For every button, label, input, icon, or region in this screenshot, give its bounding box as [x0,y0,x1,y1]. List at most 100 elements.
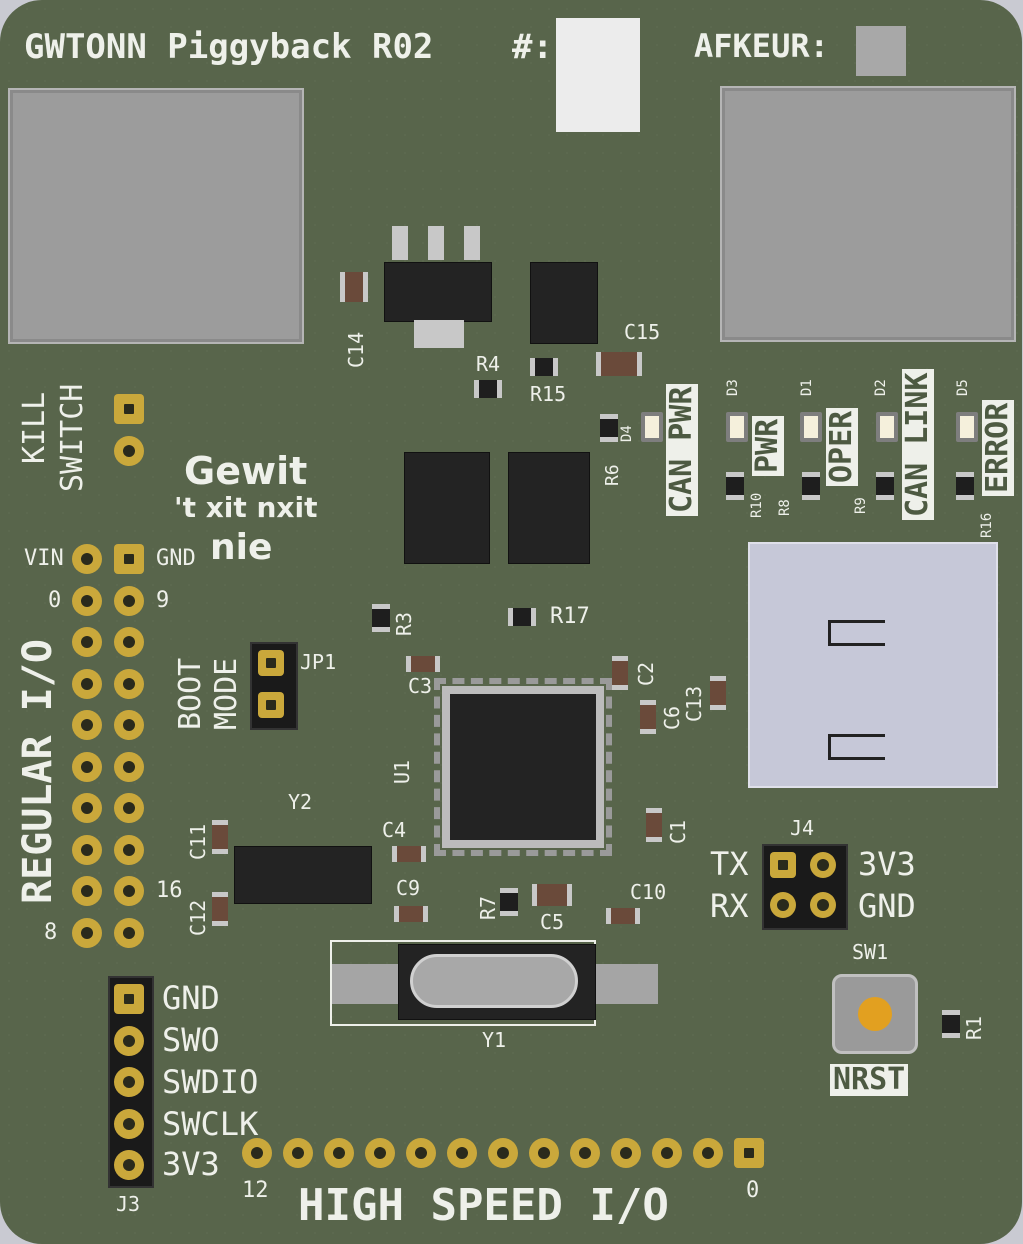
sd-card-slot-inner-2 [828,734,885,760]
d1-led [800,412,822,442]
c1-label: C1 [666,819,690,844]
r6-resistor [600,414,618,442]
c13-capacitor [710,676,726,710]
r8-resistor [802,472,820,500]
oper-label: OPER [824,407,859,486]
c3-label: C3 [408,674,433,698]
rx-label: RX [710,887,749,925]
c12-label: C12 [186,899,210,936]
c5-capacitor [532,884,572,906]
right-module [720,86,1016,342]
r17-label: R17 [550,604,590,629]
mode-label: MODE [209,657,244,730]
regulator-pin [392,226,408,260]
r10-label: R10 [749,492,765,518]
c6-capacitor [640,700,656,734]
y1-can [410,954,578,1008]
high-speed-io-pin [488,1138,518,1168]
j4-pin-rx [770,892,796,918]
c6-label: C6 [660,705,684,730]
reject-label: AFKEUR: [694,27,829,65]
c10-label: C10 [630,880,667,904]
r9-label: R9 [853,497,869,514]
d1-label: D1 [799,379,815,396]
sw1-reset-button[interactable] [832,974,918,1054]
regular-io-pin [114,834,144,865]
c4-label: C4 [382,818,407,842]
c9-label: C9 [396,876,421,900]
d2-led [876,412,898,442]
jp1-pin-2 [258,692,284,718]
y1-label: Y1 [482,1028,507,1052]
high-speed-io-pin [406,1138,436,1168]
high-speed-io-pin [693,1138,723,1168]
r7-resistor [500,888,518,916]
regulator-tab [414,320,464,348]
r7-label: R7 [476,895,500,920]
vin-label: VIN [24,546,64,571]
kill-label: KILL [17,391,52,464]
regular-io-pin [114,751,144,782]
regular-io-pin [114,793,144,823]
c11-label: C11 [186,823,210,860]
swd-gnd-label: GND [162,979,220,1017]
board-title: GWTONN Piggyback R02 [24,27,434,67]
left-module [8,88,304,344]
sw1-label: SW1 [852,940,889,964]
j4-pin-gnd [810,892,836,918]
serial-label: #: [512,27,553,67]
uart-3v3-label: 3V3 [858,845,916,883]
jp1-pin-1 [258,650,284,676]
io-8-label: 8 [44,920,58,945]
regular-io-pin [72,834,102,865]
d5-label: D5 [955,379,971,396]
j4-label: J4 [790,816,815,840]
can-link-label: CAN LINK [900,369,935,520]
regular-io-pin [72,585,102,616]
c12-capacitor [212,892,228,926]
high-speed-io-pin [734,1138,764,1168]
j4-pin-3v3 [810,852,836,878]
logo-line-2: 't xit nxit [174,491,318,524]
r3-resistor [372,604,390,632]
c2-label: C2 [634,661,658,686]
regular-io-pin [72,668,102,699]
uart-gnd-label: GND [858,887,916,925]
regular-io-pin [114,627,144,657]
r3-label: R3 [392,611,416,636]
y2-oscillator [234,846,372,904]
swd-swdio-label: SWDIO [162,1063,259,1101]
r1-label: R1 [962,1015,986,1040]
high-speed-io-pin [529,1138,559,1168]
c13-label: C13 [682,685,706,722]
r16-label: R16 [979,512,995,538]
logo-line-1: Gewit [184,449,308,493]
c9-capacitor [394,906,428,922]
regular-io-pin [72,876,102,906]
c3-capacitor [406,656,440,672]
boot-label: BOOT [173,657,208,730]
serial-field [556,18,640,132]
gnd-label: GND [156,546,196,571]
c11-capacitor [212,820,228,854]
c14-capacitor [340,272,368,302]
r15-label: R15 [530,382,567,406]
j4-pin-tx [770,852,796,878]
switch-label: SWITCH [55,383,90,492]
regular-io-pin [72,627,102,657]
sd-card-slot[interactable] [748,542,998,788]
regular-io-pin [72,793,102,823]
swd-pin [114,984,144,1014]
high-speed-io-pin [611,1138,641,1168]
regular-io-pin [72,544,102,574]
nrst-label: NRST [830,1064,909,1096]
regular-io-pin [114,585,144,616]
sd-card-slot-inner [828,620,885,646]
c2-capacitor [612,656,628,690]
can-pwr-label: CAN PWR [664,383,699,516]
j3-label: J3 [116,1192,141,1216]
io-0-label: 0 [48,588,62,613]
regular-io-pin [72,751,102,782]
d4-led [641,412,663,442]
